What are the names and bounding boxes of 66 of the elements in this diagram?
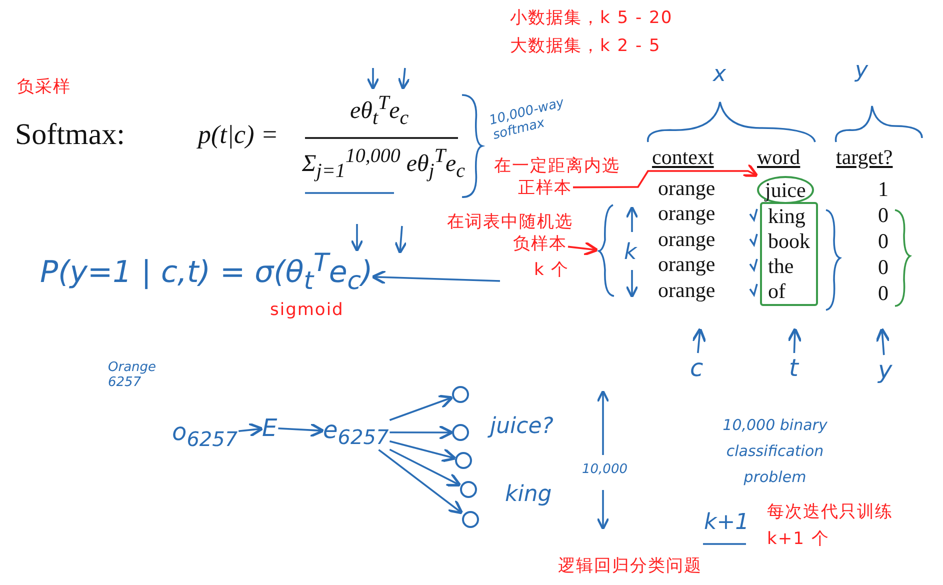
arrow: [573, 163, 758, 188]
handwritten-note: 10,000: [582, 462, 628, 477]
arrow: [378, 449, 464, 514]
table-cell: orange: [658, 278, 716, 303]
annotation-text: 大数据集，k 2 - 5: [510, 35, 661, 57]
circle-node: [455, 452, 472, 469]
arrow: [691, 327, 706, 354]
formula: eθ$_{t}$$^{T}$e$_{c}$: [350, 92, 409, 130]
table-cell: orange: [658, 252, 716, 277]
circle-node: [452, 386, 469, 403]
circle-node: [452, 424, 469, 441]
arrow: [278, 422, 325, 438]
circle-node: [460, 481, 477, 498]
slide-title: Softmax:: [15, 118, 125, 152]
table-cell: orange: [658, 176, 716, 201]
annotation-text: 正样本: [518, 176, 572, 199]
handwritten-note: k: [624, 240, 637, 265]
handwritten-note: juice?: [490, 414, 554, 439]
circled-word: juice: [757, 176, 814, 204]
annotation-text: 负采样: [17, 76, 71, 98]
table-cell: 0: [878, 203, 888, 228]
arrow: [238, 422, 264, 438]
column-header: context: [652, 145, 714, 170]
column-header: word: [757, 145, 800, 170]
annotation-text: 在一定距离内选: [494, 155, 620, 177]
handwritten-symbol: x: [713, 62, 726, 87]
handwritten-symbol: t: [789, 354, 798, 382]
annotation-text: 负样本: [513, 232, 567, 255]
formula: p(t|c) =: [198, 120, 278, 150]
handwritten-note: 10,000 binary classification problem: [722, 415, 828, 488]
arrow: [389, 440, 456, 462]
column-header: target?: [836, 145, 893, 170]
table-cell: 0: [878, 229, 888, 254]
handwritten-symbol: y: [878, 356, 892, 384]
arrow: [389, 448, 462, 487]
formula: Σ$_{j=1}$$^{10,000}$ eθ$_{j}$$^{T}$e$_{c}$: [302, 145, 466, 183]
handwritten-symbol: E: [262, 414, 278, 442]
arrow: [389, 394, 454, 421]
curly-brace: [597, 204, 615, 298]
table-cell: orange: [658, 227, 716, 252]
annotation-text: 逻辑回归分类问题: [558, 555, 702, 577]
annotation-text: 在词表中随机选: [447, 211, 573, 233]
handwritten-note: king: [505, 482, 552, 507]
circle-node: [462, 511, 479, 528]
table-cell: 1: [878, 177, 888, 202]
handwritten-symbol: e$_{6257}$: [323, 416, 389, 449]
handwritten-note: k+1: [704, 510, 750, 535]
handwritten-formula: P(y=1 | c,t) = σ(θ$_{t}$$^{T}$e$_{c}$): [40, 248, 373, 295]
table-cell: 0: [878, 255, 888, 280]
annotation-text: k+1 个: [767, 528, 830, 550]
annotation-text: sigmoid: [270, 300, 344, 320]
word-box: king book the of: [760, 202, 818, 306]
handwritten-symbol: o$_{6257}$: [172, 418, 238, 451]
arrow: [390, 424, 454, 440]
handwritten-note: Orange 6257: [108, 360, 158, 390]
table-cell: 0: [878, 281, 888, 306]
handwritten-symbol: c: [690, 354, 704, 382]
table-cell: orange: [658, 201, 716, 226]
annotation-text: 小数据集，k 5 - 20: [510, 7, 673, 29]
handwritten-symbol: y: [855, 58, 868, 83]
annotation-text: 每次迭代只训练: [767, 501, 893, 523]
arrow: [371, 270, 500, 285]
annotation-text: k 个: [534, 259, 570, 281]
arrow: [787, 327, 802, 354]
arrow: [568, 241, 598, 256]
arrow: [875, 327, 890, 356]
